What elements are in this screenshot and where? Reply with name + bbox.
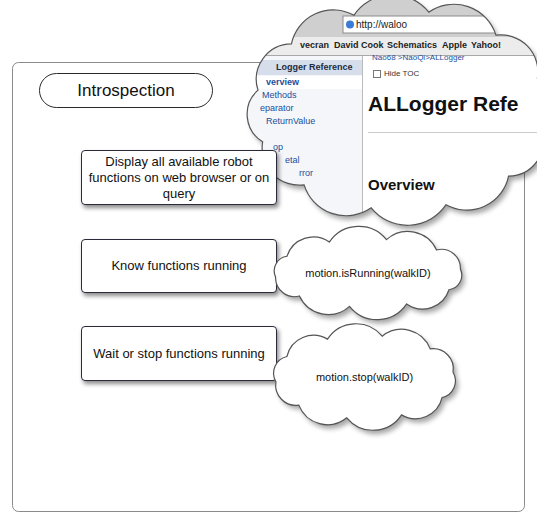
checkbox (374, 71, 381, 78)
cloud-outline (274, 226, 462, 319)
node-text: motion.isRunning(walkID) (305, 267, 430, 279)
screenshot-text: Yahoo! (471, 40, 501, 50)
screenshot-text: ALLogger Refe (368, 92, 519, 116)
callout-cloud: motion.stop(walkID) (262, 322, 467, 432)
sidebar-header (225, 60, 362, 75)
node-text: Display all available robot functions on… (88, 154, 270, 202)
screenshot-text: Hide TOC (384, 69, 419, 78)
url-field (343, 16, 537, 33)
sidebar-divider (362, 56, 363, 236)
screenshot-text: eparator (260, 103, 294, 113)
title-pill: Introspection (39, 73, 213, 108)
node-text: motion.stop(walkID) (316, 371, 413, 383)
bookmarks-bar (225, 37, 537, 55)
screenshot-text: Nao68 >NaoQi>ALLogger (372, 53, 465, 62)
screenshot-text: Apple (442, 40, 467, 50)
process-box: Wait or stop functions running (81, 326, 277, 381)
node-text: Introspection (77, 81, 174, 101)
screenshot-text: verview (266, 77, 299, 87)
screenshot-text: http://waloo (356, 19, 407, 31)
process-box: Know functions running (81, 239, 277, 293)
sidebar-highlight (225, 76, 362, 89)
cloud-outline (274, 324, 456, 431)
screenshot-text: ReturnValue (266, 116, 315, 126)
title-rule (368, 132, 537, 133)
screenshot-text: David Cook (334, 40, 384, 50)
screenshot-text: Overview (368, 176, 435, 193)
node-text: Know functions running (111, 258, 246, 274)
screenshot-text: Schematics (387, 40, 437, 50)
screenshot-text: Logger Reference (276, 62, 353, 72)
screenshot-text: rror (299, 168, 313, 178)
cloud-outline (247, 0, 537, 225)
node-text: Wait or stop functions running (93, 346, 265, 362)
content-area (363, 56, 537, 236)
screenshot-text: etal (285, 155, 300, 165)
site-icon (346, 21, 354, 29)
screenshot-text: vecran (300, 40, 329, 50)
process-box: Display all available robot functions on… (81, 150, 277, 205)
screenshot-text: Methods (262, 90, 297, 100)
sidebar (225, 56, 362, 236)
callout-cloud: motion.isRunning(walkID) (262, 226, 474, 320)
